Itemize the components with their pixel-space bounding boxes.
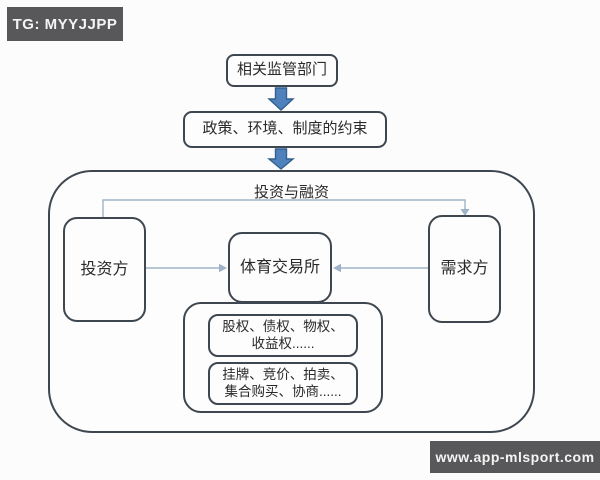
- rights-box-line1: 股权、债权、物权、: [222, 318, 344, 334]
- trading-methods-box: 挂牌、竞价、拍卖、 集合购买、协商......: [208, 362, 358, 405]
- trading-methods-line1: 挂牌、竞价、拍卖、: [222, 366, 344, 382]
- trading-methods-line2: 集合购买、协商......: [224, 383, 342, 399]
- down-block-arrow-bottom: [267, 148, 295, 170]
- demand-box: 需求方: [428, 215, 501, 323]
- url-watermark-badge: www.app-mlsport.com: [430, 441, 600, 473]
- investor-box: 投资方: [63, 217, 146, 322]
- regulator-box: 相关监管部门: [226, 54, 338, 87]
- rights-box: 股权、债权、物权、 收益权......: [208, 314, 358, 357]
- down-block-arrow-top: [267, 87, 295, 111]
- rights-box-line2: 收益权......: [251, 335, 315, 351]
- sports-exchange-box: 体育交易所: [228, 232, 332, 303]
- tg-watermark-badge: TG: MYYJJPP: [7, 7, 123, 41]
- policy-constraints-box: 政策、环境、制度的约束: [183, 111, 387, 148]
- investment-financing-title: 投资与融资: [253, 184, 329, 201]
